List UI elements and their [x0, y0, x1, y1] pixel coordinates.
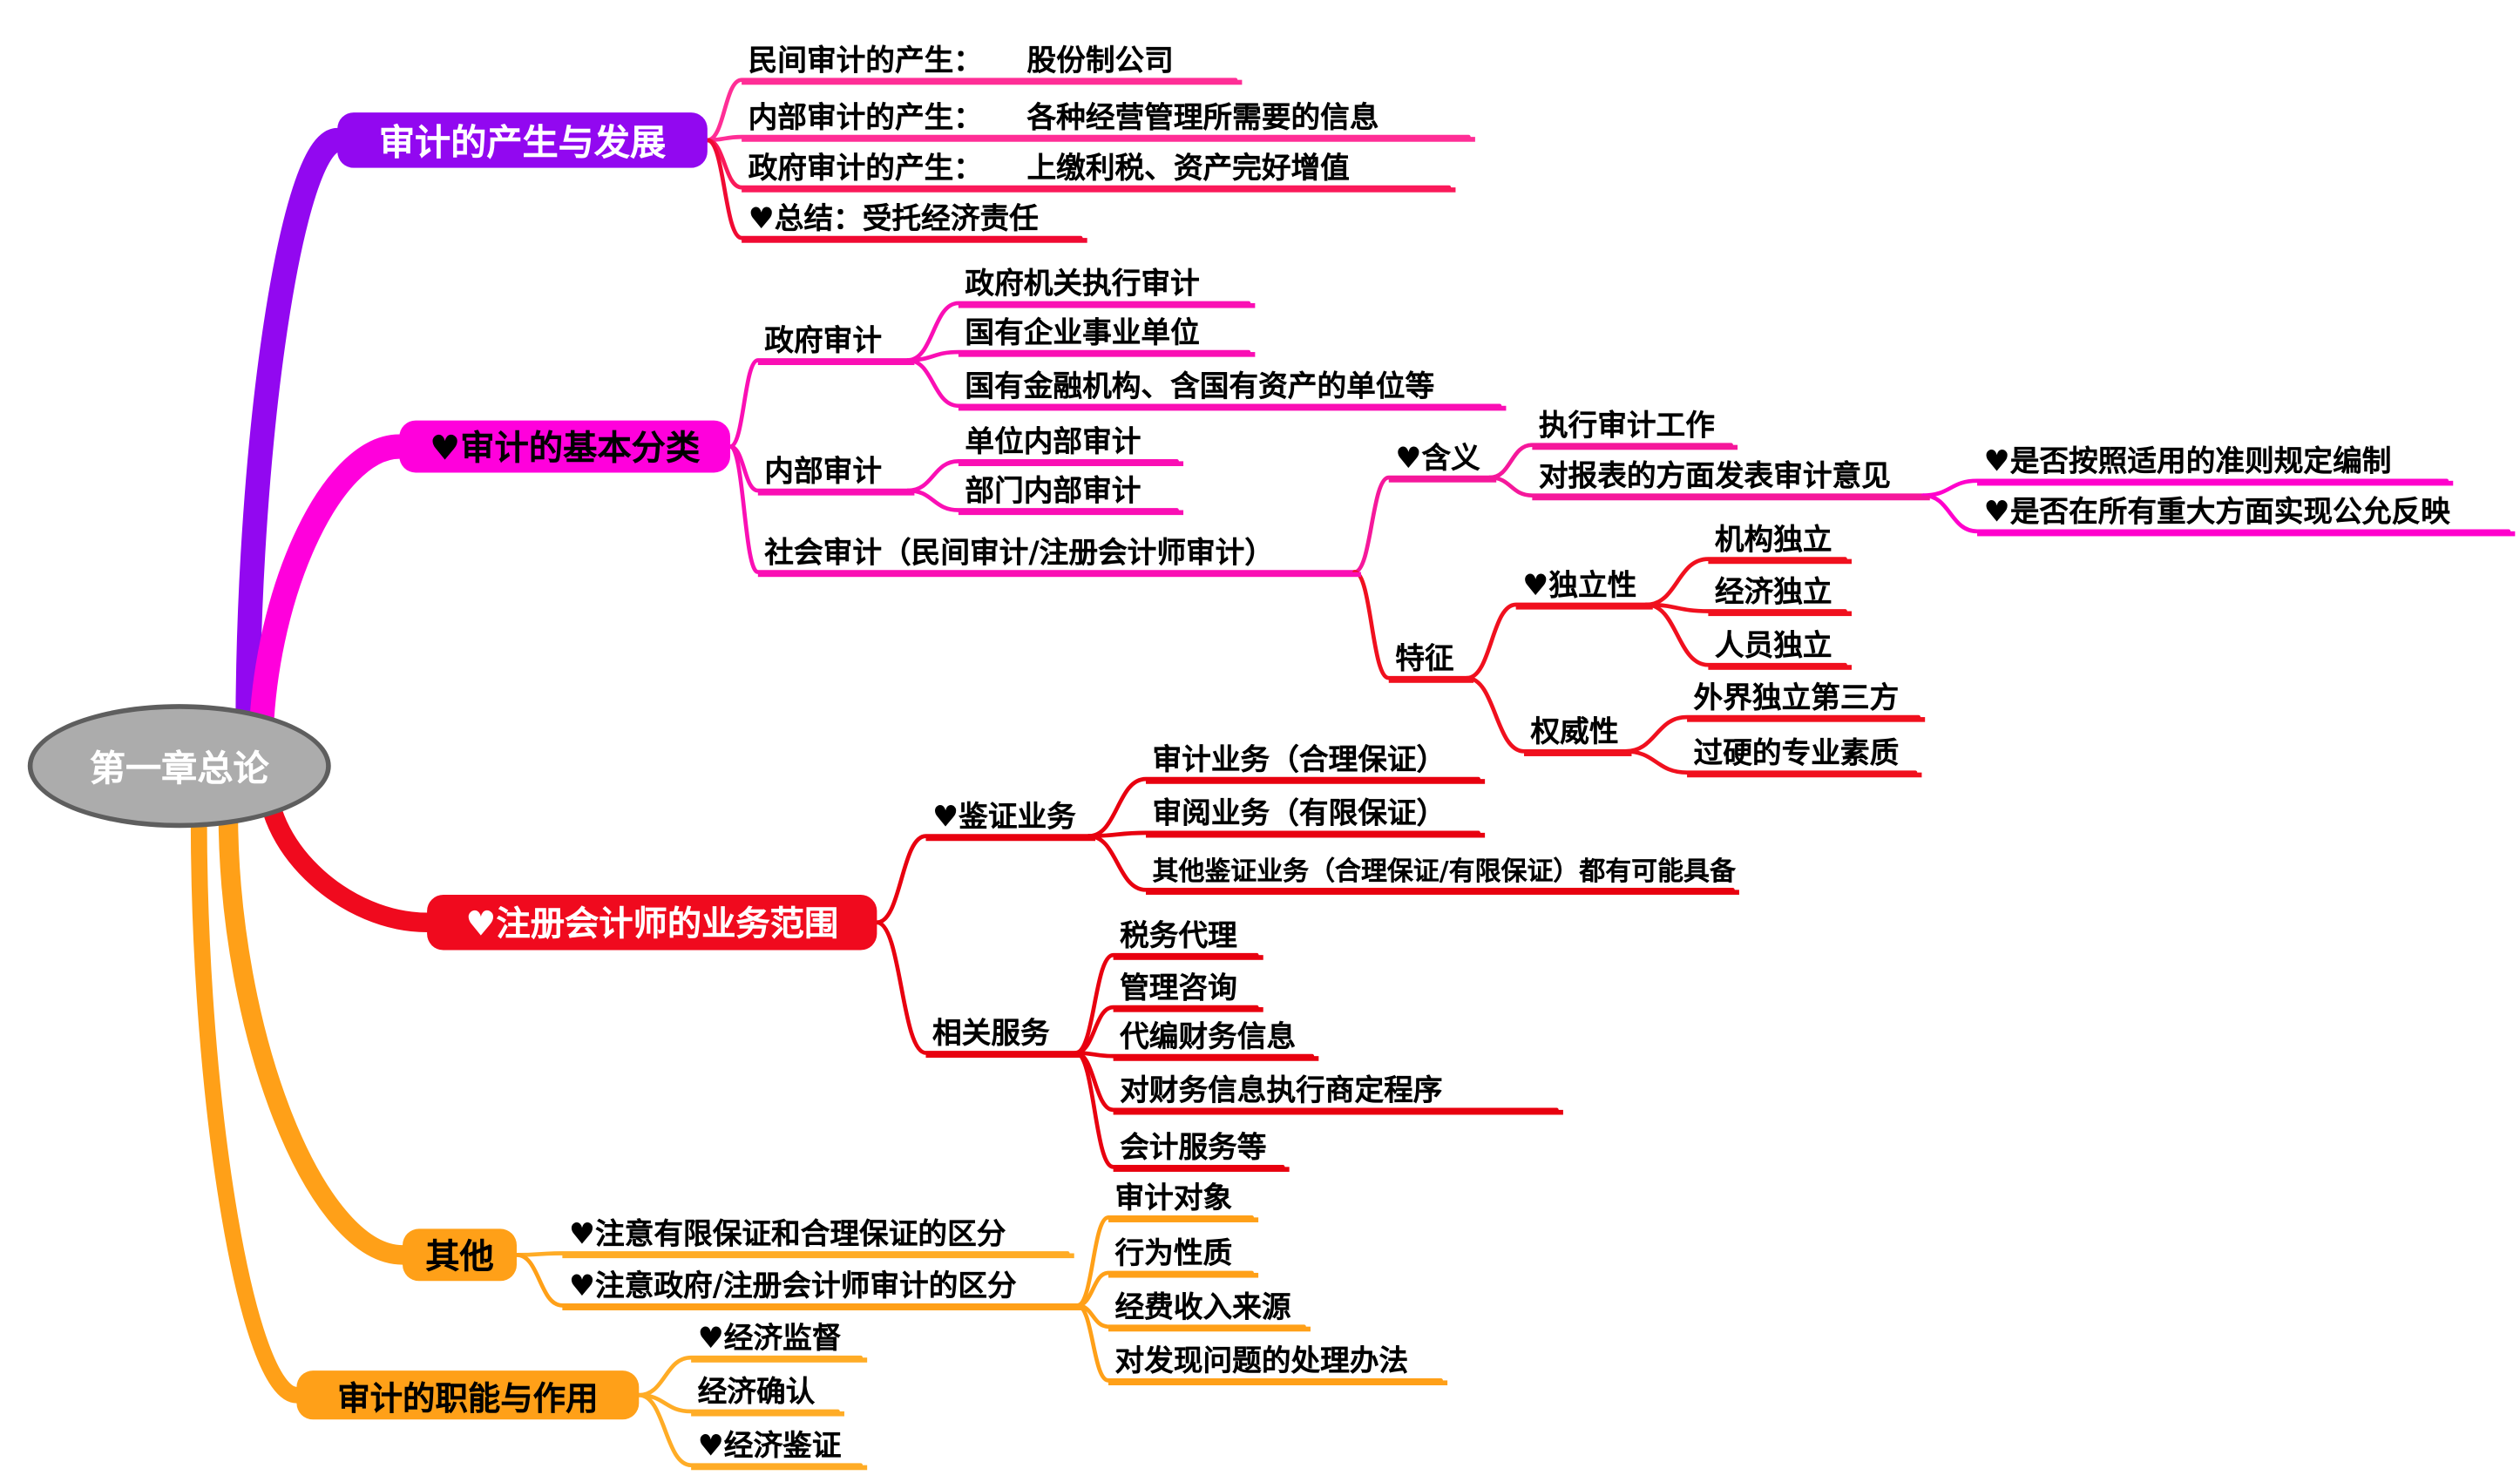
node-funding-source[interactable]: 经费收入来源 [1108, 1289, 1311, 1332]
node-express-audit-opinion-on-statements[interactable]: 对报表的方面发表审计意见 [1532, 458, 1930, 501]
node-compiled-per-applicable-standards[interactable]: ♥是否按照适用的准则规定编制 [1977, 443, 2454, 486]
edge-institutional-ind [1643, 557, 1847, 607]
edge-fair-reflection [1920, 493, 2511, 534]
edge-economic-supervision [636, 1355, 864, 1397]
edge-independence [1465, 602, 1649, 680]
node-characteristics[interactable]: 特征 [1388, 640, 1474, 683]
edge-social-audit [728, 444, 1357, 574]
edge-audit-object [1075, 1215, 1254, 1308]
node-state-owned-financial-institutions[interactable]: 国有金融机构、含国有资产的单位等 [958, 369, 1507, 411]
trunk-others [218, 802, 413, 1265]
edge-third-party [1622, 714, 1921, 754]
node-economic-supervision[interactable]: ♥经济监督 [691, 1320, 868, 1363]
edge-accounting-services [1074, 1051, 1285, 1169]
node-government-audit[interactable]: 政府审计 [757, 322, 915, 366]
node-assurance-business[interactable]: ♥鉴证业务 [925, 799, 1096, 842]
edge-so-financial [905, 358, 1502, 409]
edge-characteristics [1352, 570, 1469, 680]
edge-assurance-business [875, 834, 1091, 925]
node-government-audit-origin[interactable]: 政府审计的产生： 上缴利税、资产完好增值 [742, 150, 1456, 193]
edge-audit-reasonable [1087, 776, 1480, 838]
edge-dept-internal [905, 488, 1179, 512]
edge-note-gov-cpa [514, 1253, 1080, 1308]
edge-tax-agency [1074, 952, 1259, 1055]
node-note-gov-vs-cpa-audit[interactable]: ♥注意政府/注册会计师审计的区分 [562, 1268, 1084, 1310]
node-audit-object[interactable]: 审计对象 [1108, 1180, 1259, 1222]
trunk-audit-origin [235, 127, 350, 744]
edge-meaning [1352, 475, 1493, 574]
node-economic-attestation[interactable]: ♥经济鉴证 [691, 1428, 868, 1471]
edge-authority [1465, 675, 1628, 754]
node-note-limited-vs-reasonable-assurance[interactable]: ♥注意有限保证和合理保证的区分 [562, 1215, 1074, 1259]
node-handling-of-found-problems[interactable]: 对发现问题的处理办法 [1108, 1343, 1448, 1386]
node-independence[interactable]: ♥独立性 [1515, 567, 1653, 610]
node-internal-audit[interactable]: 内部审计 [757, 453, 915, 496]
edge-other-assurance [1087, 834, 1735, 892]
node-institutional-independence[interactable]: 机构独立 [1708, 522, 1853, 565]
node-management-consulting[interactable]: 管理咨询 [1113, 970, 1263, 1012]
edge-summary [705, 138, 1083, 240]
edge-perform-audit-work [1487, 443, 1733, 480]
node-economic-independence[interactable]: 经济独立 [1708, 573, 1853, 617]
node-personnel-independence[interactable]: 人员独立 [1708, 627, 1853, 670]
node-branch-others[interactable]: 其他 [403, 1228, 517, 1282]
node-agreed-upon-procedures[interactable]: 对财务信息执行商定程序 [1113, 1073, 1563, 1115]
node-perform-audit-work[interactable]: 执行审计工作 [1532, 408, 1738, 450]
node-audit-business-reasonable-assurance[interactable]: 审计业务（合理保证） [1146, 741, 1486, 784]
node-related-services[interactable]: 相关服务 [925, 1015, 1083, 1059]
node-internal-audit-origin[interactable]: 内部审计的产生： 各种经营管理所需要的信息 [742, 99, 1475, 142]
node-other-assurance-business[interactable]: 其他鉴证业务（合理保证/有限保证）都有可能具备 [1146, 852, 1739, 895]
node-external-independent-third-party[interactable]: 外界独立第三方 [1687, 680, 1926, 722]
node-gov-organs-perform-audit[interactable]: 政府机关执行审计 [958, 266, 1256, 308]
node-branch-audit-origin-development[interactable]: 审计的产生与发展 [337, 112, 708, 168]
node-compile-financial-info[interactable]: 代编财务信息 [1113, 1018, 1319, 1061]
trunk-basic-classification [248, 434, 412, 766]
node-economic-confirmation[interactable]: 经济确认 [691, 1374, 844, 1417]
node-branch-cpa-business-scope[interactable]: ♥注册会计师的业务范围 [427, 894, 877, 951]
node-department-internal-audit[interactable]: 部门内部审计 [958, 472, 1184, 516]
edge-related-services [875, 920, 1078, 1055]
node-meaning[interactable]: ♥含义 [1388, 440, 1497, 483]
edge-government-audit [728, 358, 911, 449]
trunk-functions [190, 809, 305, 1404]
node-summary-entrusted-economic-responsibility[interactable]: ♥总结：受托经济责任 [742, 200, 1087, 243]
node-state-owned-enterprises-institutions[interactable]: 国有企业事业单位 [958, 315, 1256, 357]
edge-private-audit-origin [705, 78, 1238, 143]
edge-gov-organs [905, 301, 1251, 362]
node-private-audit-origin[interactable]: 民间审计的产生： 股份制公司 [742, 43, 1243, 85]
node-accounting-services[interactable]: 会计服务等 [1113, 1129, 1290, 1172]
node-branch-audit-functions-roles[interactable]: 审计的职能与作用 [296, 1370, 640, 1420]
node-tax-agency[interactable]: 税务代理 [1113, 917, 1263, 960]
node-authority[interactable]: 权威性 [1524, 714, 1632, 756]
node-fair-reflection-all-material-aspects[interactable]: ♥是否在所有重大方面实现公允反映 [1977, 494, 2516, 537]
edge-economic-attestation [636, 1392, 864, 1468]
node-social-audit[interactable]: 社会审计（民间审计/注册会计师审计） [757, 535, 1361, 578]
node-branch-audit-basic-classification[interactable]: ♥审计的基本分类 [399, 420, 731, 473]
node-solid-professional-quality[interactable]: 过硬的专业素质 [1687, 735, 1922, 778]
node-root-chapter-one[interactable]: 第一章总论 [27, 704, 331, 829]
node-behavior-nature[interactable]: 行为性质 [1108, 1235, 1259, 1278]
edge-professional-quality [1622, 749, 1918, 775]
edge-personnel-ind [1643, 602, 1847, 667]
node-review-business-limited-assurance[interactable]: 审阅业务（有限保证） [1146, 795, 1486, 838]
node-unit-internal-audit[interactable]: 单位内部审计 [958, 423, 1184, 466]
